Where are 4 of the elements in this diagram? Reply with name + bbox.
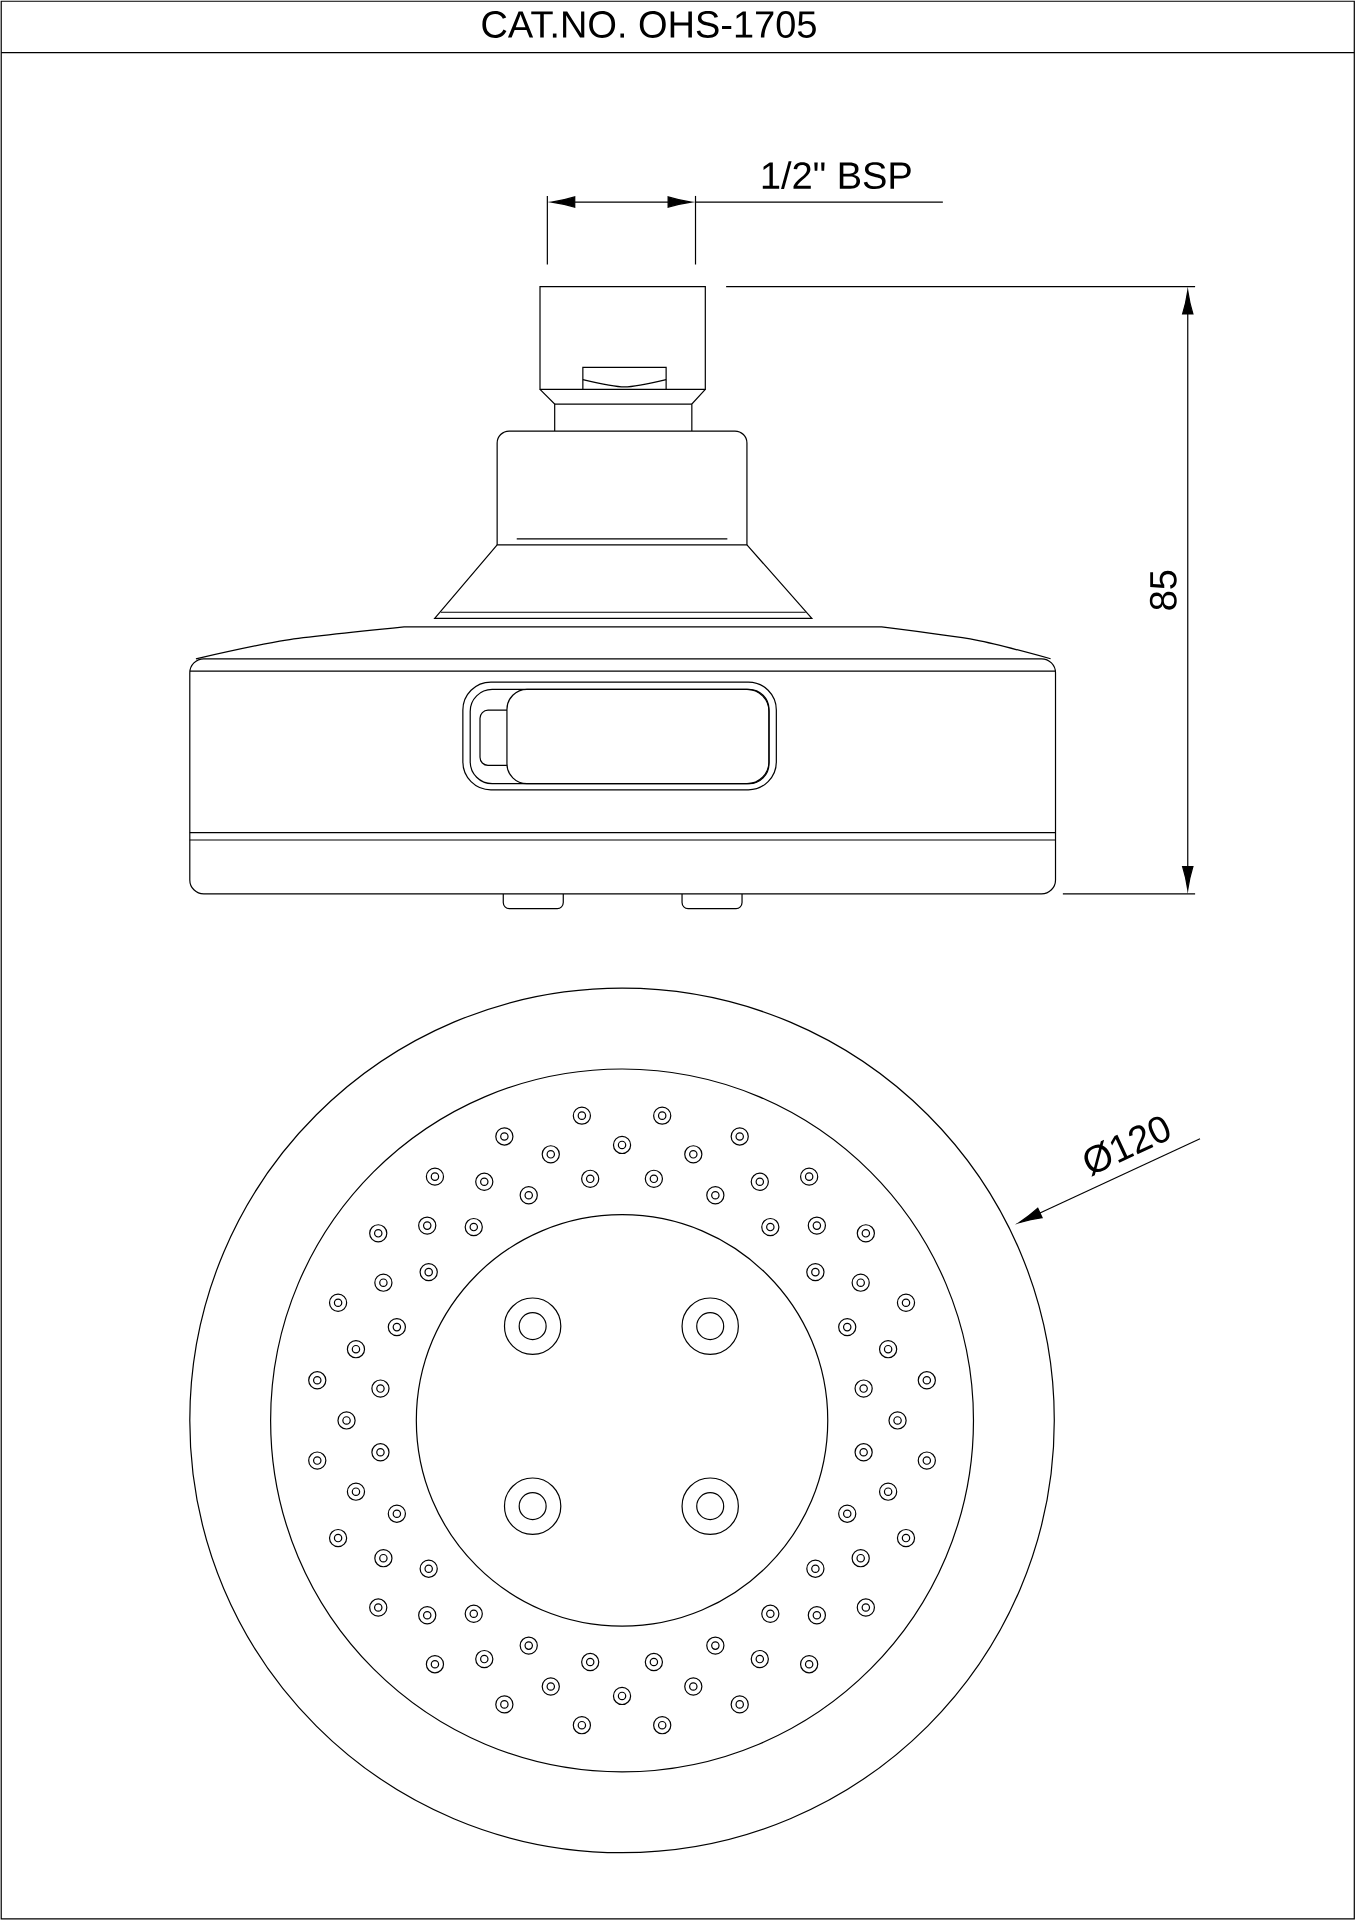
- dimension-label: 1/2" BSP: [763, 161, 911, 190]
- title: CAT.NO. OHS-1705: [482, 11, 817, 38]
- dimension-label: 85: [1150, 570, 1177, 610]
- dimension-label: Ø120: [1084, 1116, 1170, 1177]
